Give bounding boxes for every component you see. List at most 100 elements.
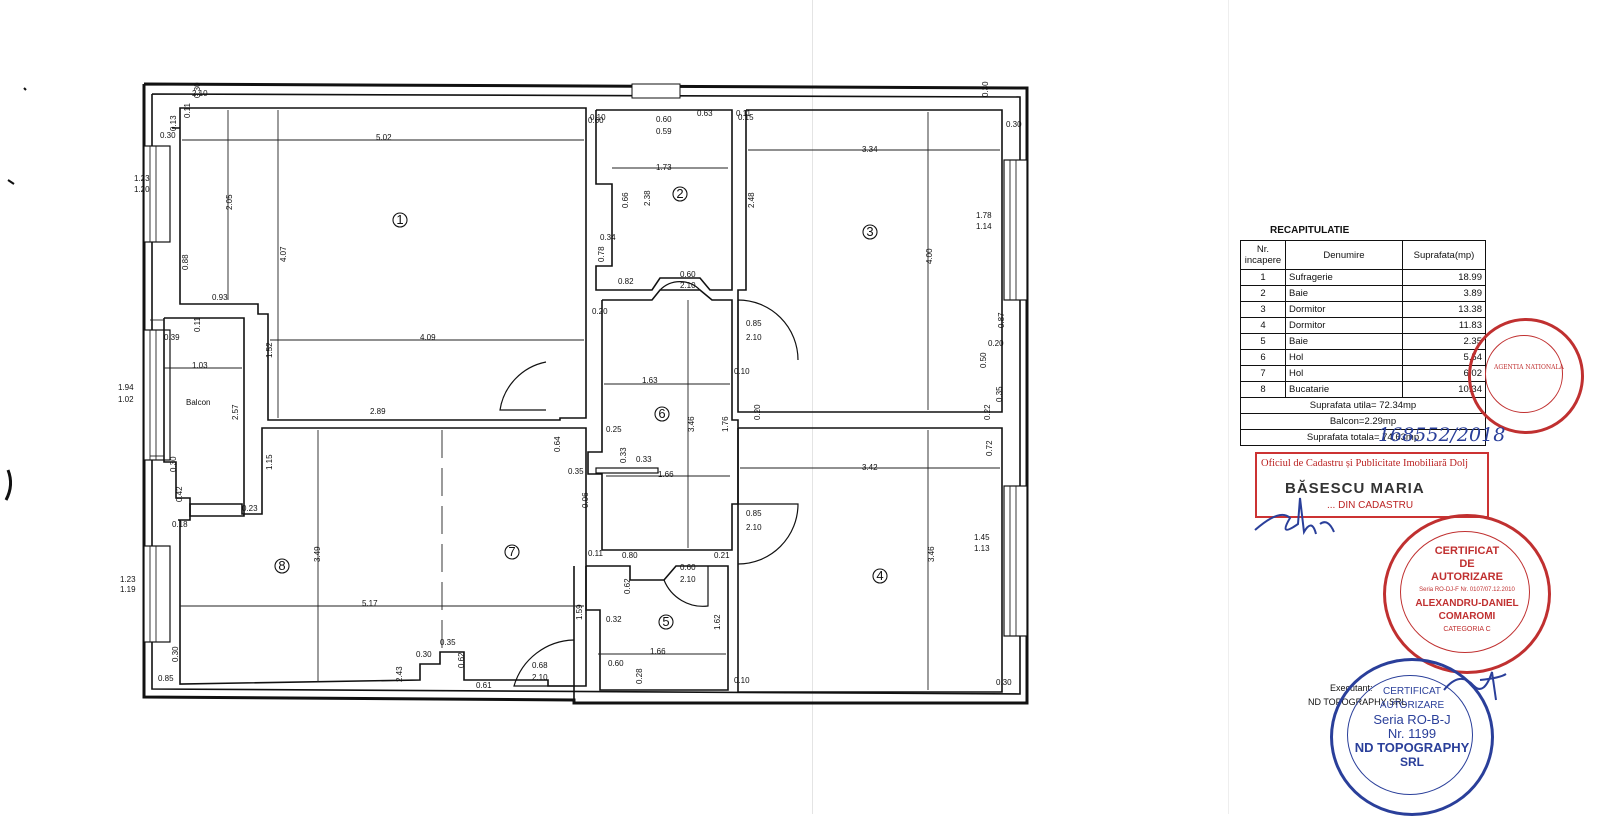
- dimension-label: 0.30: [169, 456, 178, 472]
- dimension-label: 2.05: [225, 194, 234, 210]
- cert1-line7: CATEGORIA C: [1443, 626, 1491, 633]
- dimension-label: 0.30: [160, 131, 176, 140]
- dimension-label: 1.94: [118, 383, 134, 392]
- dimension-label: 5.02: [376, 133, 392, 142]
- recap-cell-name: Dormitor: [1285, 317, 1403, 334]
- dimension-label: 0.15: [738, 113, 754, 122]
- header-name: Denumire: [1285, 240, 1403, 270]
- dimension-label: 1.19: [120, 585, 136, 594]
- dimension-label: 0.10: [734, 676, 750, 685]
- dimension-label: 0.10: [590, 113, 606, 122]
- dimension-label: 4.09: [420, 333, 436, 342]
- window-top: [631, 83, 681, 99]
- window-right-2: [1003, 485, 1028, 637]
- room-2-number: 2: [676, 186, 683, 201]
- dimension-label: 0.30: [981, 81, 990, 97]
- dimension-label: 0.63: [697, 109, 713, 118]
- door-room-5: [663, 566, 709, 607]
- dimension-label: 2.89: [370, 407, 386, 416]
- dimension-label: 0.35: [995, 386, 1004, 402]
- dimension-label: 0.11: [193, 316, 202, 332]
- dimension-label: 0.62: [457, 652, 466, 668]
- dimension-label: 0.30: [416, 650, 432, 659]
- dimension-label: 0.78: [597, 246, 606, 262]
- dimension-label: 0.61: [476, 681, 492, 690]
- dimension-label: 1.78: [976, 211, 992, 220]
- dimension-label: 0.11: [736, 109, 752, 118]
- dimension-label: 2.43: [395, 666, 404, 682]
- dimension-label: 0.10: [734, 367, 750, 376]
- room-1-walls: [172, 107, 587, 421]
- room-3-walls: [737, 109, 1003, 413]
- recap-cell-name: Dormitor: [1285, 301, 1403, 318]
- dimension-label: 1.66: [650, 647, 666, 656]
- dimension-label: 0.11: [183, 102, 192, 118]
- cert2-line5: ND TOPOGRAPHY: [1354, 740, 1470, 755]
- dimension-label: 1.20: [134, 185, 150, 194]
- recap-cell-nr: 2: [1240, 285, 1286, 302]
- dimension-lines: [164, 110, 1000, 690]
- room-7-circle: [504, 544, 520, 560]
- cert1-line4: Seria RO-DJ-F Nr. 0107/07.12.2010: [1419, 587, 1515, 593]
- dimension-label: 0.25: [606, 425, 622, 434]
- dimension-label: 0.66: [621, 192, 630, 208]
- dimension-label: 1.59: [575, 604, 584, 620]
- door-room-2: [659, 281, 701, 291]
- stamp-agency-text: AGENTIA NATIONALA ... OFICIUL DE CADASTR…: [1494, 364, 1564, 371]
- dimension-label: 2.10: [680, 281, 696, 290]
- dimension-label: 0.11: [588, 549, 604, 558]
- dimension-label: 2.57: [231, 404, 240, 420]
- total-area: Suprafata totala= 74.63mp: [1240, 429, 1486, 446]
- recap-cell-nr: 3: [1240, 301, 1286, 318]
- inner-outline: [151, 93, 1021, 695]
- dimension-label: 0.60: [608, 659, 624, 668]
- dimension-label: 0.21: [714, 551, 730, 560]
- header-area: Suprafata(mp): [1402, 240, 1486, 270]
- cert2-line4: Nr. 1199: [1387, 726, 1437, 741]
- recap-cell-nr: 4: [1240, 317, 1286, 334]
- room-4-number: 4: [876, 568, 883, 583]
- room-6-number: 6: [658, 406, 665, 421]
- room-2-walls: [595, 109, 733, 291]
- dimension-label: 5.17: [362, 599, 378, 608]
- dimension-label: 0.20: [988, 339, 1004, 348]
- dimension-label: 0.33: [636, 455, 652, 464]
- dimension-label: 0.42: [175, 486, 184, 502]
- cert2-line1: CERTIFICAT: [1383, 686, 1441, 697]
- dimension-label: 0.32: [606, 615, 622, 624]
- signature-executant: [1443, 671, 1507, 701]
- dimension-label: 0.18: [172, 520, 188, 529]
- dimension-label: 1.62: [713, 614, 722, 630]
- cert2-line3: Seria RO-B-J: [1373, 712, 1451, 727]
- outer-wall: [142, 82, 1029, 705]
- recap-cell-nr: 5: [1240, 333, 1286, 350]
- dimension-label: 1.02: [118, 395, 134, 404]
- window-left-1: [143, 145, 171, 243]
- dimension-label: 0.22: [983, 404, 992, 420]
- dimension-label: 2.38: [643, 190, 652, 206]
- paper-fold-line-right: [1228, 0, 1229, 814]
- dimension-label: 0.62: [623, 578, 632, 594]
- room-4-circle: [872, 568, 888, 584]
- recap-cell-name: Hol: [1285, 365, 1403, 382]
- room-8-circle: [274, 558, 290, 574]
- dimension-label: 0.93: [212, 293, 228, 302]
- room-8-number: 8: [278, 558, 285, 573]
- dimension-label: 0.68: [532, 661, 548, 670]
- dimension-label: 0.20: [753, 404, 762, 420]
- dimension-label: 0.60: [588, 116, 604, 125]
- ocpi-stamp-line3: ... DIN CADASTRU: [1327, 500, 1414, 511]
- window-left-3: [143, 545, 171, 643]
- entrance-door: [513, 639, 575, 687]
- recap-cell-name: Baie: [1285, 333, 1403, 350]
- dimension-label: 0.33: [619, 447, 628, 463]
- signature-ocpi: [1254, 497, 1335, 536]
- recap-cell-area: 11.83: [1402, 317, 1486, 334]
- dimension-label: 0.35: [568, 467, 584, 476]
- certificate-stamp-1: CERTIFICAT DE AUTORIZARE Seria RO-DJ-F N…: [1383, 514, 1551, 674]
